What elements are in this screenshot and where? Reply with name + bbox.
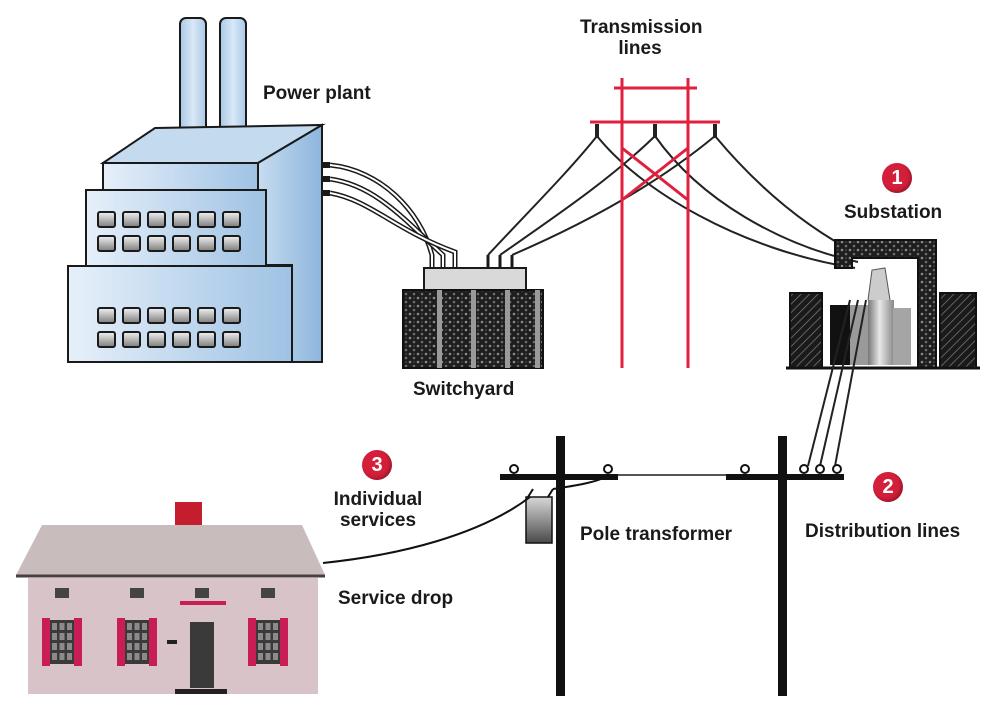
- plant-window: [197, 211, 216, 228]
- service-drop-wire: [322, 496, 531, 564]
- pole-left: [556, 436, 565, 696]
- attic-window: [261, 588, 275, 598]
- plant-switchyard-cables: [329, 162, 458, 268]
- label-service-drop: Service drop: [338, 588, 454, 609]
- substation-distribution-wires: [807, 299, 867, 467]
- pole-right: [778, 436, 787, 696]
- pole-transformer: [525, 488, 554, 544]
- plant-window: [122, 211, 141, 228]
- attic-window: [195, 588, 209, 598]
- power-plant: [67, 17, 330, 363]
- substation: [786, 239, 980, 370]
- transmission-tower: [590, 78, 720, 368]
- plant-window: [222, 307, 241, 324]
- plant-window: [197, 307, 216, 324]
- shutter: [280, 618, 288, 666]
- plant-window: [147, 211, 166, 228]
- badge-2: 2: [873, 472, 903, 502]
- plant-window: [197, 331, 216, 348]
- plant-window: [222, 211, 241, 228]
- label-distribution-lines: Distribution lines: [805, 521, 961, 542]
- plant-window: [147, 331, 166, 348]
- plant-window: [122, 307, 141, 324]
- switchyard: [402, 255, 544, 369]
- badge-3: 3: [362, 450, 392, 480]
- badge-1: 1: [882, 163, 912, 193]
- label-individual-services-line2: services: [339, 509, 417, 531]
- label-transmission-lines-line1: Transmission: [580, 17, 703, 38]
- label-individual-services: Individual services: [318, 489, 438, 532]
- shutter: [42, 618, 50, 666]
- plant-window: [147, 307, 166, 324]
- plant-window: [97, 235, 116, 252]
- shutter: [117, 618, 125, 666]
- label-power-plant: Power plant: [263, 83, 371, 104]
- plant-window: [97, 331, 116, 348]
- label-transmission-lines-line2: lines: [618, 37, 662, 59]
- plant-window: [222, 331, 241, 348]
- plant-window: [122, 331, 141, 348]
- label-switchyard: Switchyard: [413, 379, 515, 400]
- house: [16, 502, 325, 694]
- label-substation: Substation: [844, 202, 943, 223]
- plant-window: [147, 235, 166, 252]
- plant-window: [172, 235, 191, 252]
- label-transmission-lines: Transmission lines: [580, 17, 703, 60]
- shutter: [74, 618, 82, 666]
- attic-window: [55, 588, 69, 598]
- shutter: [149, 618, 157, 666]
- plant-window: [172, 211, 191, 228]
- plant-window: [197, 235, 216, 252]
- plant-window: [97, 307, 116, 324]
- label-pole-transformer: Pole transformer: [580, 524, 733, 545]
- plant-window: [122, 235, 141, 252]
- plant-window: [172, 307, 191, 324]
- utility-poles: [500, 436, 844, 696]
- label-individual-services-line1: Individual: [333, 489, 423, 510]
- plant-window: [222, 235, 241, 252]
- house-windows: [42, 588, 288, 666]
- plant-window: [97, 211, 116, 228]
- transmission-wires: [487, 124, 863, 269]
- attic-window: [130, 588, 144, 598]
- shutter: [248, 618, 256, 666]
- door: [190, 622, 214, 688]
- plant-window: [172, 331, 191, 348]
- plant-windows: [97, 211, 241, 348]
